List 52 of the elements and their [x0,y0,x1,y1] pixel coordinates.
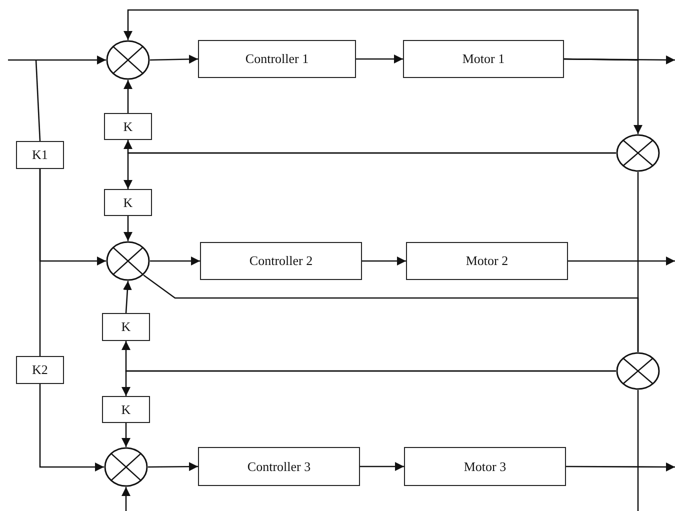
arrow [124,80,132,113]
block-box [198,447,360,486]
arrow [39,384,104,472]
arrow [568,256,675,266]
summing-junction [106,40,150,80]
block-label: K [121,319,131,335]
arrow [122,280,132,314]
block-label: Controller 1 [245,51,309,67]
block-label: K [123,118,133,134]
block-box [200,242,362,280]
block-box [198,40,356,78]
summing-junction [104,447,148,487]
block-label: Controller 3 [247,458,311,474]
block-label: K [123,194,133,210]
arrow [150,54,198,64]
block-box [104,189,152,216]
arrow [564,58,642,134]
arrow [124,152,616,189]
block-label: Motor 2 [466,253,508,269]
summing-junction [616,134,660,172]
arrow [566,462,675,472]
arrow [39,169,106,266]
arrow [356,54,403,64]
block-box [404,447,566,486]
summing-junction [106,241,150,281]
block-box [406,242,568,280]
block-box [102,313,150,341]
block-box [104,113,152,140]
arrow [362,256,406,266]
arrow [122,423,130,447]
summing-junction [616,352,660,390]
arrow [360,462,404,471]
block-box [16,141,64,169]
arrow [122,370,616,396]
block-label: Motor 1 [462,51,505,67]
arrow [8,56,106,64]
arrow [124,9,639,61]
arrow [122,487,130,511]
arrow [150,256,200,266]
connector-line [637,172,639,352]
arrow [148,462,198,472]
block-label: Controller 2 [249,253,313,269]
block-box [16,356,64,384]
connector-line [637,390,639,511]
block-label: K2 [32,362,48,378]
block-box [102,396,150,423]
connector-line [35,60,41,142]
arrow [124,216,132,241]
block-box [403,40,564,78]
block-label: K [121,402,131,418]
block-label: Motor 3 [464,458,506,474]
block-label: K1 [32,147,48,163]
